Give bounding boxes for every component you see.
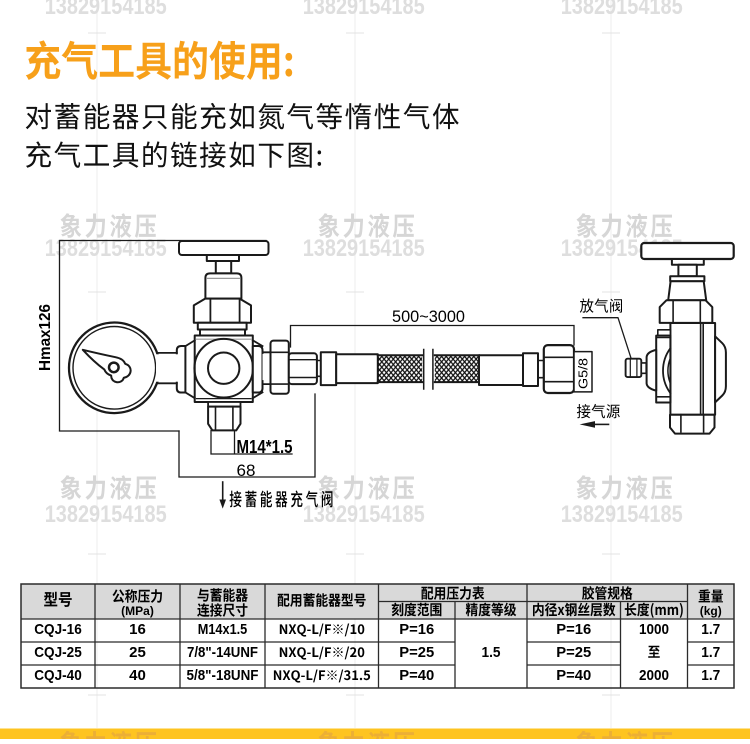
svg-text:1.7: 1.7: [701, 644, 720, 661]
svg-text:16: 16: [129, 621, 146, 638]
svg-text:P=40: P=40: [399, 667, 434, 684]
svg-text:(MPa): (MPa): [121, 604, 154, 618]
svg-text:13829154185: 13829154185: [45, 0, 167, 20]
svg-text:CQJ-40: CQJ-40: [34, 667, 82, 684]
svg-text:13829154185: 13829154185: [303, 501, 425, 528]
svg-text:7/8"-14UNF: 7/8"-14UNF: [187, 644, 258, 661]
svg-text:M14x1.5: M14x1.5: [198, 621, 248, 638]
svg-text:13829154185: 13829154185: [561, 501, 683, 528]
svg-text:P=16: P=16: [556, 621, 591, 638]
svg-text:P=40: P=40: [556, 667, 591, 684]
svg-text:Hmax126: Hmax126: [37, 304, 54, 371]
svg-text:(kg): (kg): [700, 604, 722, 618]
svg-text:500~3000: 500~3000: [392, 307, 465, 326]
svg-text:2000: 2000: [639, 667, 669, 684]
svg-text:40: 40: [129, 667, 146, 684]
svg-text:G5/8: G5/8: [576, 358, 591, 389]
svg-text:13829154185: 13829154185: [303, 0, 425, 20]
svg-text:P=25: P=25: [399, 644, 434, 661]
svg-text:13829154185: 13829154185: [561, 0, 683, 20]
svg-text:13829154185: 13829154185: [45, 501, 167, 528]
svg-text:1.5: 1.5: [482, 644, 501, 661]
svg-text:1.7: 1.7: [701, 667, 720, 684]
svg-text:CQJ-16: CQJ-16: [34, 621, 82, 638]
svg-text:M14*1.5: M14*1.5: [237, 437, 293, 457]
svg-text:1000: 1000: [639, 621, 669, 638]
svg-text:68: 68: [237, 461, 256, 480]
svg-text:5/8"-18UNF: 5/8"-18UNF: [187, 667, 259, 684]
svg-text:P=25: P=25: [556, 644, 591, 661]
svg-text:CQJ-25: CQJ-25: [34, 644, 82, 661]
svg-text:P=16: P=16: [399, 621, 434, 638]
svg-text:1.7: 1.7: [701, 621, 720, 638]
svg-text:13829154185: 13829154185: [45, 235, 167, 262]
svg-text:13829154185: 13829154185: [303, 235, 425, 262]
svg-text:25: 25: [129, 644, 146, 661]
